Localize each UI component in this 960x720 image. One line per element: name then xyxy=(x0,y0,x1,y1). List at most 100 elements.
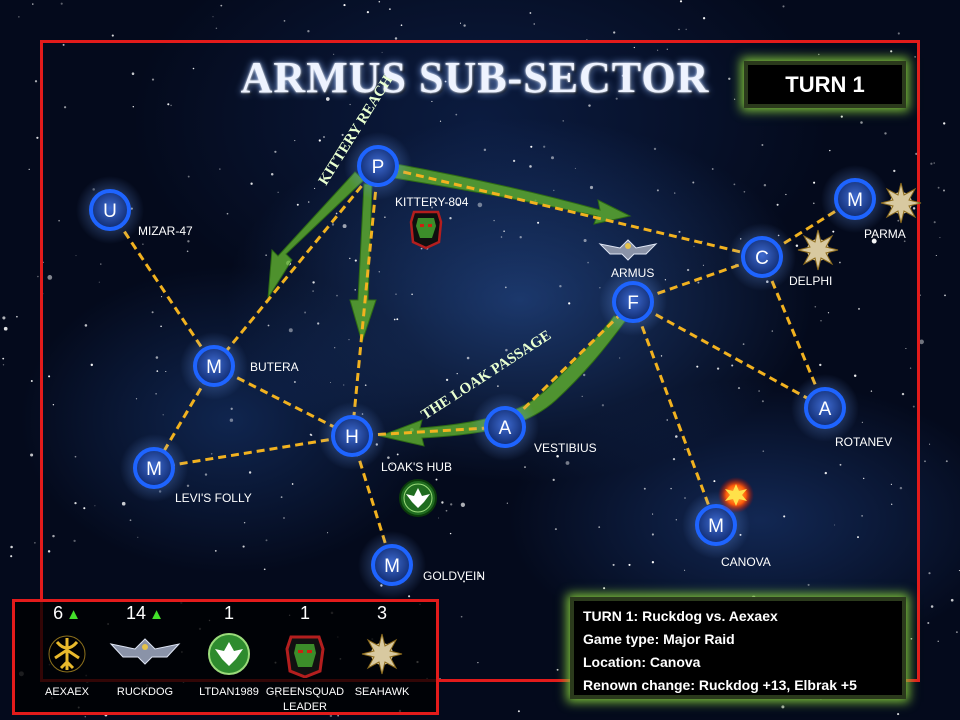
system-node[interactable] xyxy=(741,236,783,278)
star xyxy=(294,140,296,142)
star xyxy=(933,162,935,164)
system-node[interactable] xyxy=(193,345,235,387)
star xyxy=(615,97,618,100)
star xyxy=(599,287,601,289)
system-node[interactable] xyxy=(695,504,737,546)
faction-count: 1 xyxy=(263,603,347,624)
star xyxy=(378,271,380,273)
star xyxy=(861,421,864,424)
system-name-label: ROTANEV xyxy=(835,435,892,449)
star xyxy=(435,478,438,481)
star xyxy=(559,284,562,288)
star xyxy=(325,97,330,101)
star xyxy=(165,370,167,373)
system-name-label: CANOVA xyxy=(721,555,771,569)
star xyxy=(643,487,646,490)
turn-indicator: TURN 1 xyxy=(744,61,906,108)
star xyxy=(48,375,51,378)
system-node[interactable] xyxy=(834,178,876,220)
star xyxy=(192,67,195,70)
star xyxy=(711,168,714,170)
system-node[interactable] xyxy=(133,447,175,489)
star xyxy=(462,580,466,583)
star xyxy=(909,367,912,369)
system-node[interactable] xyxy=(371,544,413,586)
star xyxy=(58,219,60,222)
star xyxy=(137,536,139,538)
star xyxy=(142,243,144,245)
star xyxy=(763,183,767,187)
star xyxy=(34,542,36,544)
star xyxy=(696,365,699,368)
star xyxy=(930,605,934,608)
star xyxy=(18,16,20,18)
star xyxy=(312,290,314,292)
star xyxy=(411,293,413,296)
legend-faction: 6▲AEXAEX xyxy=(25,602,109,712)
star xyxy=(684,448,686,451)
star xyxy=(651,533,654,536)
star xyxy=(581,395,583,397)
system-node[interactable] xyxy=(804,387,846,429)
system-class-letter: M xyxy=(847,190,863,211)
star xyxy=(656,189,659,192)
supply-routes: KITTERY REACH THE LOAK PASSAGE xyxy=(267,72,632,447)
system-node[interactable] xyxy=(331,415,373,457)
system-node[interactable] xyxy=(357,145,399,187)
star xyxy=(903,240,906,243)
star xyxy=(329,381,332,384)
star xyxy=(795,244,799,248)
star xyxy=(937,186,940,189)
star xyxy=(524,466,526,469)
star xyxy=(758,390,760,392)
star xyxy=(111,34,114,37)
system-node[interactable] xyxy=(612,281,654,323)
system-class-letter: M xyxy=(206,357,222,378)
star xyxy=(943,122,946,125)
star xyxy=(693,245,695,248)
star xyxy=(28,168,30,171)
star xyxy=(734,98,736,100)
faction-count-value: 3 xyxy=(376,603,387,623)
star xyxy=(737,387,741,390)
info-location: Location: Canova xyxy=(583,654,701,670)
star xyxy=(463,24,466,27)
system-node[interactable] xyxy=(484,406,526,448)
star xyxy=(870,390,873,392)
star xyxy=(460,615,463,618)
star xyxy=(731,364,734,367)
star xyxy=(215,27,218,30)
star xyxy=(459,22,462,24)
star xyxy=(187,240,190,243)
star xyxy=(187,175,190,178)
star xyxy=(672,457,676,461)
star xyxy=(84,324,88,327)
star xyxy=(781,705,785,709)
star xyxy=(73,539,76,543)
star xyxy=(897,32,900,35)
star xyxy=(901,392,905,396)
star xyxy=(34,80,38,83)
system-node[interactable] xyxy=(89,189,131,231)
star xyxy=(263,568,266,571)
star xyxy=(912,405,915,408)
star xyxy=(899,486,903,490)
star xyxy=(519,236,522,239)
star xyxy=(364,384,367,387)
star xyxy=(336,294,338,297)
star xyxy=(289,77,293,80)
